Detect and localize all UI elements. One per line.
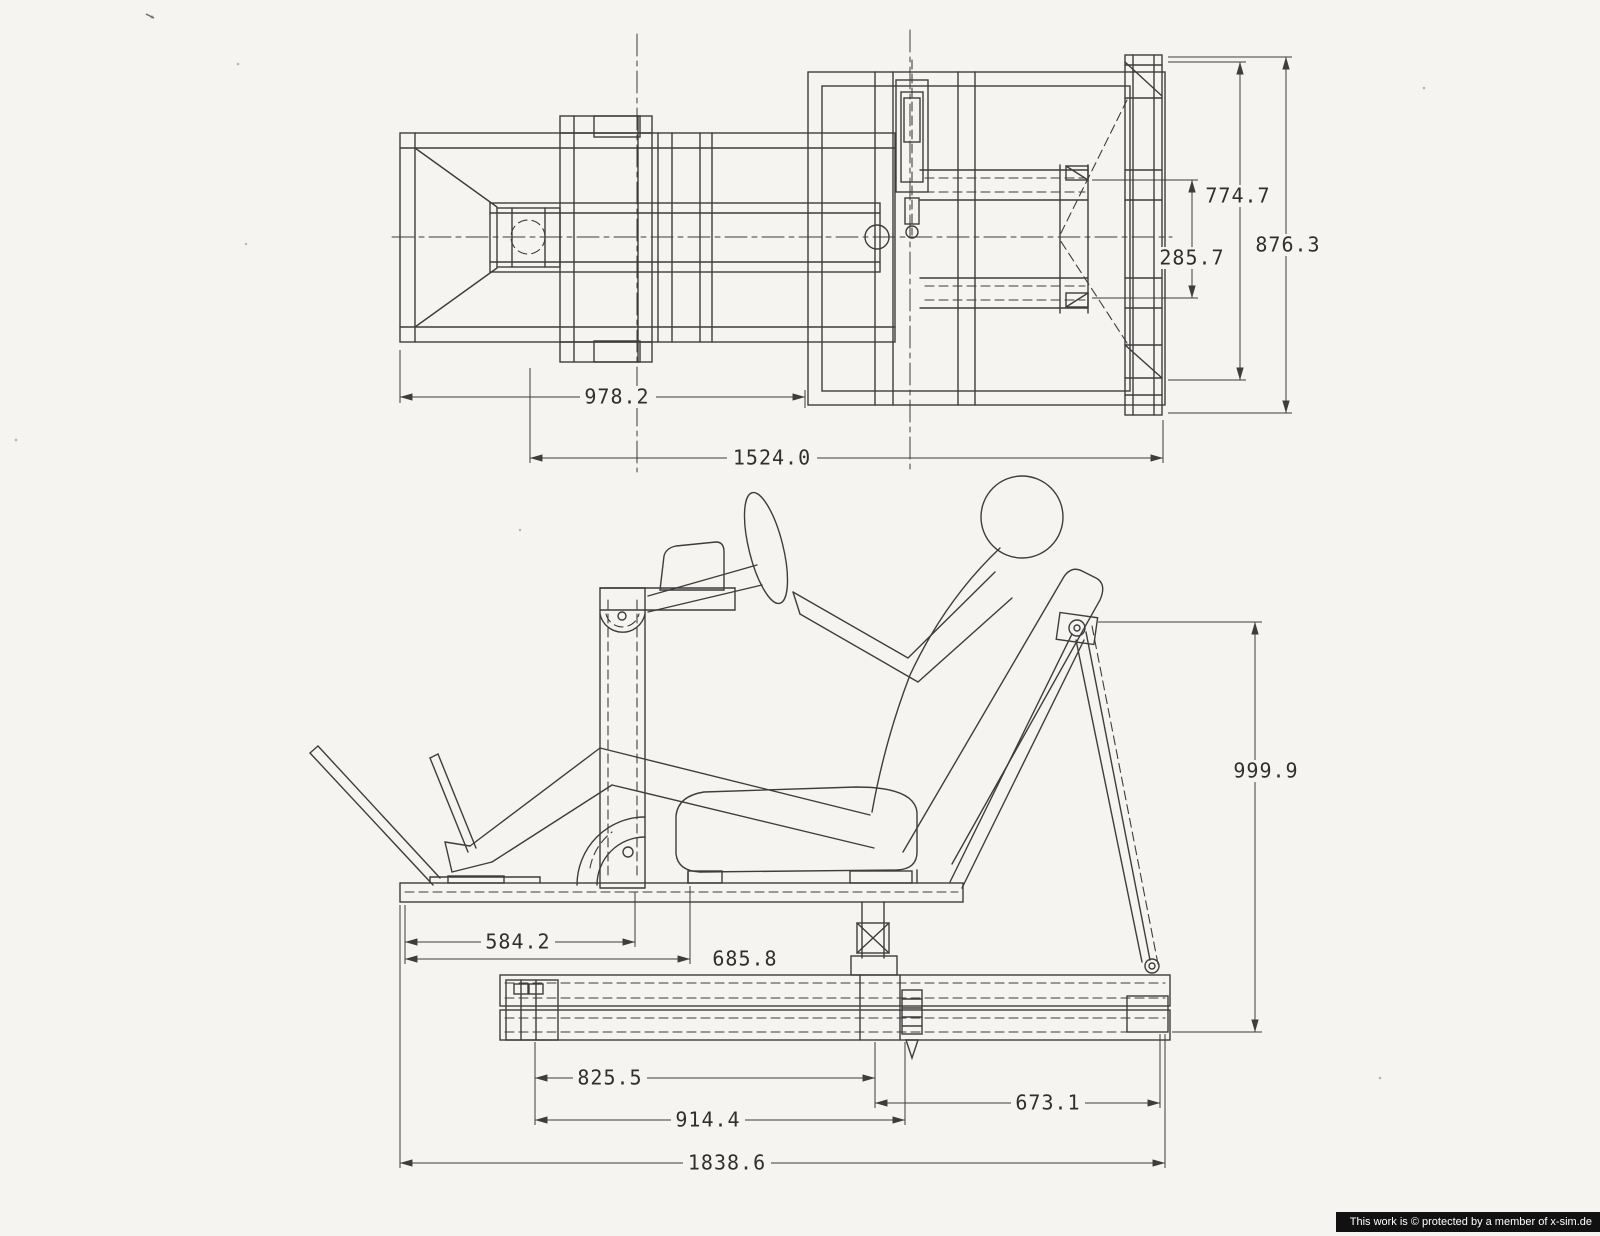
dim-label-1838: 1838.6	[688, 1151, 766, 1175]
top-view-actuator-bars	[919, 164, 1089, 314]
copyright-watermark: This work is © protected by a member of …	[1335, 1212, 1600, 1232]
top-view	[391, 29, 1173, 473]
dim-label-584: 584.2	[485, 930, 550, 954]
side-view-seat	[675, 568, 1104, 884]
pointer-icon	[905, 1039, 919, 1061]
seat-backrest	[902, 568, 1104, 865]
top-view-slide-rail	[489, 202, 881, 273]
dim-label-673: 673.1	[1015, 1091, 1080, 1115]
side-view-dimensions: 999.9 584.2 685.8 825.5 914.4 673.1 1838…	[399, 621, 1303, 1175]
side-view-base-rail	[399, 870, 964, 903]
top-view-dimensions: 978.2 1524.0 774.7 876.3 285.7	[399, 56, 1325, 470]
scan-artifacts	[14, 13, 1426, 1080]
side-view-person	[444, 475, 1064, 873]
top-view-right-assembly	[807, 71, 1166, 406]
side-view	[309, 475, 1171, 1061]
side-view-steering-wheel	[647, 491, 789, 613]
side-view-universal-joint	[850, 901, 898, 976]
dim-label-825: 825.5	[577, 1066, 642, 1090]
side-view-rear-strut	[949, 611, 1160, 974]
dim-label-774: 774.7	[1205, 184, 1270, 208]
dim-label-285: 285.7	[1159, 246, 1224, 270]
top-view-rear-crossbar	[1059, 54, 1163, 416]
dim-label-685: 685.8	[712, 947, 777, 971]
side-view-pedals	[309, 745, 505, 886]
dim-label-914: 914.4	[675, 1108, 740, 1132]
dim-label-876: 876.3	[1255, 233, 1320, 257]
shifter-console	[659, 541, 725, 591]
person-arm-lower	[799, 597, 1013, 683]
side-view-lower-rails	[499, 974, 1171, 1061]
dim-label-1524: 1524.0	[733, 446, 811, 470]
dim-label-978: 978.2	[584, 385, 649, 409]
side-view-steering-post	[576, 587, 736, 889]
seat-cushion	[675, 786, 918, 873]
copyright-watermark-text: This work is © protected by a member of …	[1349, 1216, 1592, 1228]
dim-label-999: 999.9	[1233, 759, 1298, 783]
top-view-cross-member	[559, 115, 713, 363]
person-arm-upper	[792, 571, 996, 659]
person-torso	[871, 547, 1001, 813]
person-head	[980, 475, 1064, 559]
top-view-steering-column	[895, 59, 929, 239]
